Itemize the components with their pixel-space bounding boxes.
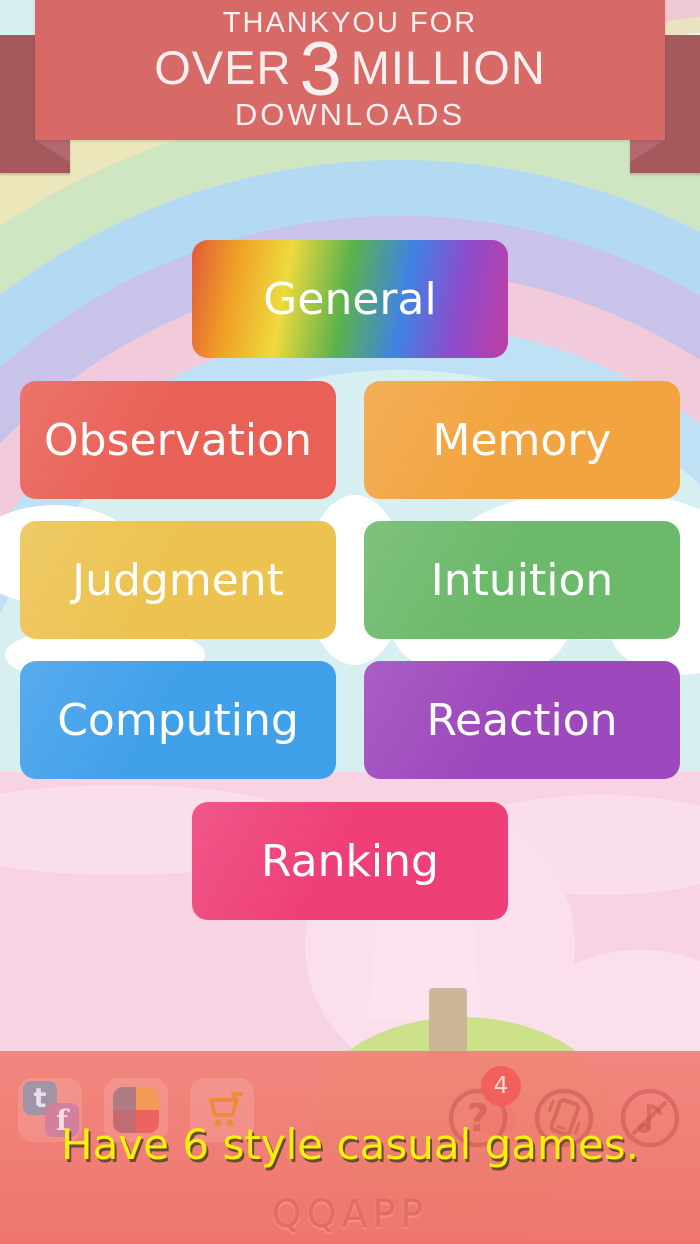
observation-button-label: Observation — [44, 414, 312, 466]
bottom-bar — [0, 1051, 700, 1244]
notification-badge: 4 — [481, 1066, 521, 1106]
banner-line3: DOWNLOADS — [234, 97, 466, 132]
grid-tile — [136, 1087, 159, 1110]
question-icon: ? — [448, 1088, 508, 1148]
cart-icon — [209, 1092, 243, 1127]
general-button-label: General — [263, 273, 437, 325]
badge-count: 4 — [493, 1073, 509, 1099]
question-glyph: ? — [467, 1096, 489, 1140]
banner-over: OVER — [154, 41, 292, 94]
ranking-button-label: Ranking — [261, 835, 439, 887]
banner-line2: OVER 3 MILLION — [154, 27, 546, 112]
tree-trunk — [429, 988, 467, 1063]
judgment-button-label: Judgment — [72, 554, 284, 606]
more-games-button[interactable] — [104, 1078, 168, 1142]
grid-tile — [113, 1087, 136, 1110]
banner-number: 3 — [299, 27, 343, 112]
intuition-button-label: Intuition — [430, 554, 614, 606]
general-button[interactable]: General — [192, 240, 508, 358]
memory-button-label: Memory — [432, 414, 612, 466]
observation-button[interactable]: Observation — [20, 381, 336, 499]
twitter-icon: t — [23, 1081, 57, 1115]
footer-message: Have 6 style casual games. — [61, 1120, 639, 1169]
sound-off-button[interactable] — [618, 1086, 682, 1150]
grid-tile — [113, 1110, 136, 1133]
facebook-letter: f — [55, 1103, 69, 1137]
judgment-button[interactable]: Judgment — [20, 521, 336, 639]
banner-line1: THANKYOU FOR — [222, 7, 478, 39]
shop-button[interactable] — [190, 1078, 254, 1142]
grid-tile — [136, 1110, 159, 1133]
social-share-button[interactable]: t f — [18, 1078, 82, 1142]
computing-button[interactable]: Computing — [20, 661, 336, 779]
music-off-icon — [620, 1088, 680, 1148]
help-button[interactable]: ? — [446, 1086, 510, 1150]
banner-million: MILLION — [350, 41, 546, 94]
color-grid-icon — [113, 1087, 159, 1133]
downloads-banner: THANKYOU FOR OVER 3 MILLION DOWNLOADS — [35, 0, 665, 140]
twitter-letter: t — [33, 1082, 47, 1114]
intuition-button[interactable]: Intuition — [364, 521, 680, 639]
device-icon — [534, 1088, 594, 1148]
computing-button-label: Computing — [57, 694, 299, 746]
ranking-button[interactable]: Ranking — [192, 802, 508, 920]
reaction-button-label: Reaction — [426, 694, 618, 746]
vibration-button[interactable] — [532, 1086, 596, 1150]
app-watermark: QQAPP — [271, 1192, 429, 1236]
facebook-icon: f — [45, 1103, 79, 1137]
memory-button[interactable]: Memory — [364, 381, 680, 499]
reaction-button[interactable]: Reaction — [364, 661, 680, 779]
